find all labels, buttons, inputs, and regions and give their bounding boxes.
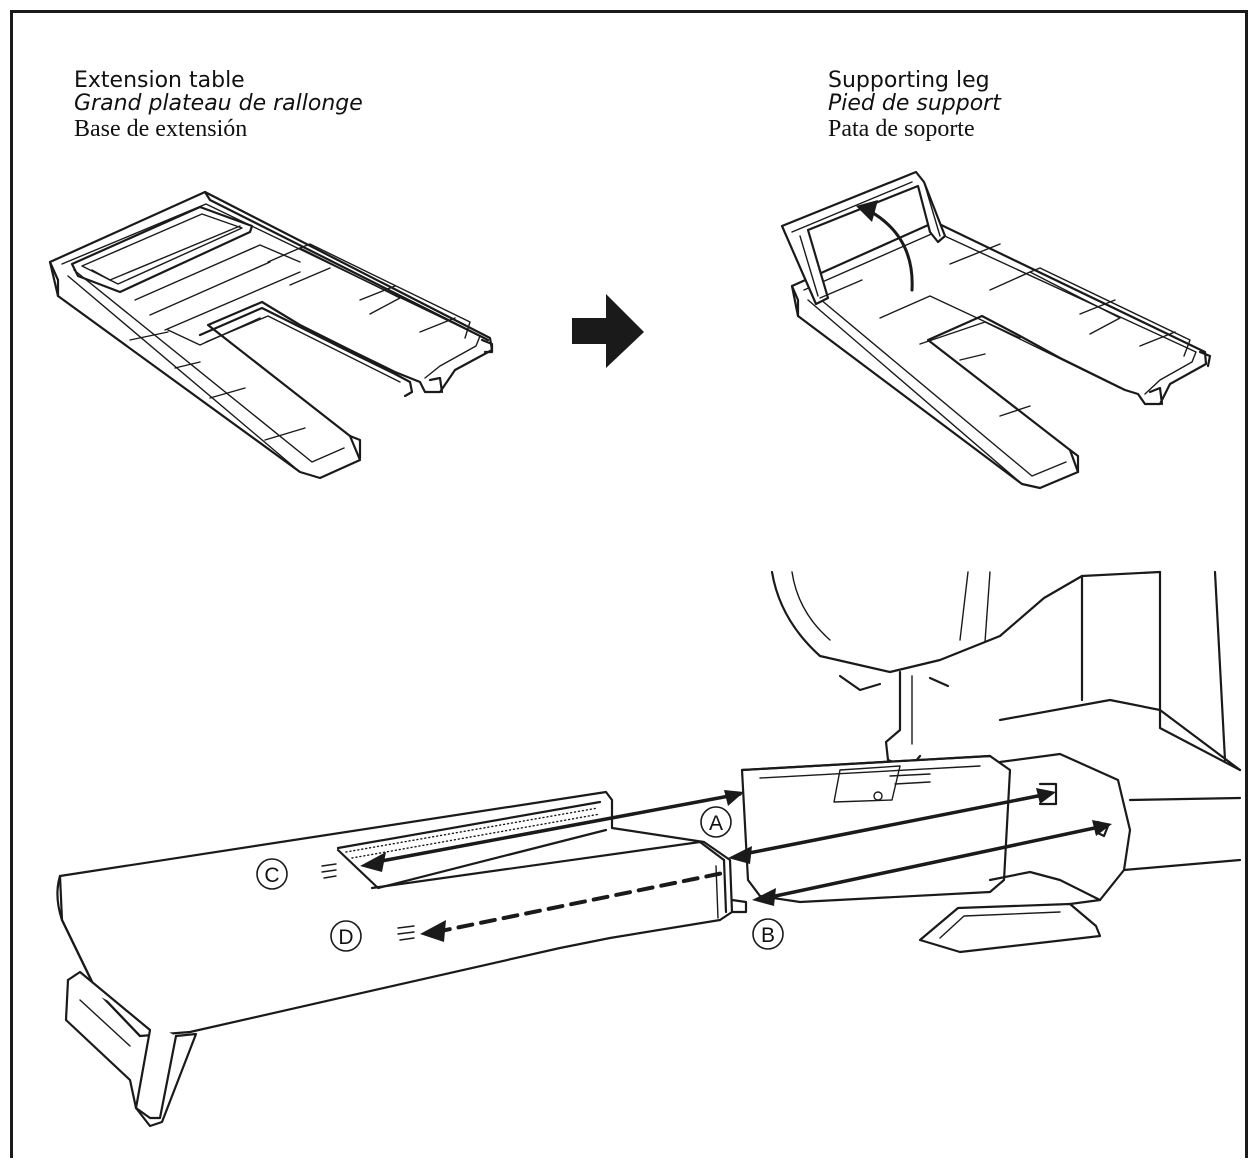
extension-table-label-en: Extension table xyxy=(74,68,245,93)
guide-arrows xyxy=(360,788,1112,942)
callout-b-label: B xyxy=(761,924,775,947)
extension-table-label-fr: Grand plateau de rallonge xyxy=(74,91,363,116)
callout-a-label: A xyxy=(709,812,723,835)
callout-d: D xyxy=(330,920,362,952)
sewing-machine-illustration xyxy=(740,570,1242,954)
callout-b: B xyxy=(752,918,784,950)
supporting-leg-label-en: Supporting leg xyxy=(828,68,990,93)
supporting-leg-label-fr: Pied de support xyxy=(828,91,1001,116)
extension-table-label: Extension table Grand plateau de rallong… xyxy=(74,68,363,142)
callout-a: A xyxy=(700,806,732,838)
callout-c-label: C xyxy=(264,864,279,887)
callout-c: C xyxy=(256,858,288,890)
extension-table-illustration xyxy=(48,190,494,480)
supporting-leg-label: Supporting leg Pied de support Pata de s… xyxy=(828,68,1001,142)
alignment-mark-d xyxy=(397,925,415,941)
attaching-table-illustration xyxy=(56,790,748,1128)
alignment-mark-c xyxy=(321,863,337,879)
supporting-leg-label-es: Pata de soporte xyxy=(828,116,975,142)
callout-d-label: D xyxy=(338,926,353,949)
supporting-leg-illustration xyxy=(780,170,1212,490)
arrow-right-icon xyxy=(572,294,644,368)
extension-table-label-es: Base de extensión xyxy=(74,116,248,142)
diagram-frame xyxy=(10,10,1248,1158)
